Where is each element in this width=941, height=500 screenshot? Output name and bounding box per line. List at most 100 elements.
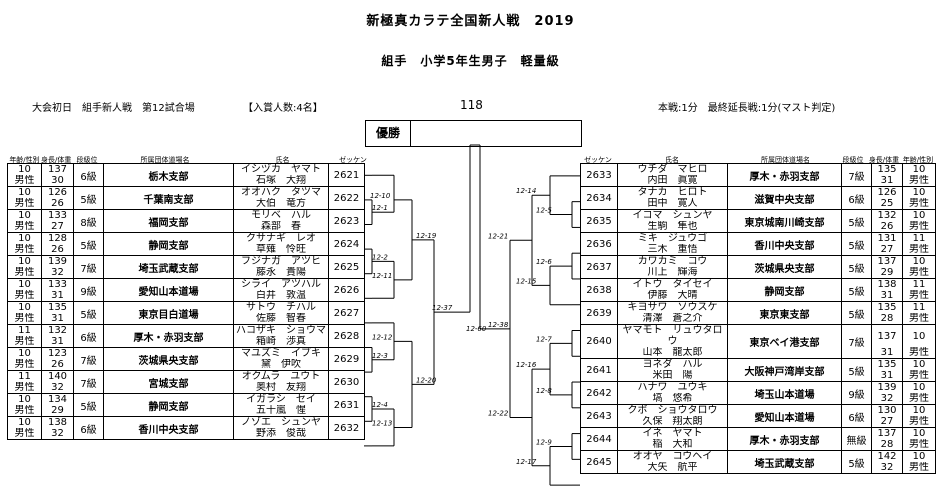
- entrant-zekken: 2621: [328, 163, 365, 187]
- col-age-sex-left: 年齢/性別: [9, 156, 40, 164]
- entrant-dojo: 東京城南川崎支部: [727, 209, 842, 233]
- entrant-zekken: 2636: [580, 232, 618, 256]
- entrant-dojo: 埼玉武蔵支部: [103, 255, 234, 279]
- match-number: 12-60: [466, 325, 487, 333]
- entrant-weight: 27: [41, 221, 74, 233]
- entrant-grade: 7級: [73, 370, 104, 394]
- match-number: 12-21: [488, 232, 508, 240]
- entrant-name-kanji: 田中 寛人: [617, 198, 728, 210]
- entrant-age: 11: [902, 278, 936, 290]
- entrant-age: 10: [902, 324, 936, 347]
- entrant-dojo: 香川中央支部: [103, 416, 234, 440]
- match-number: 12-37: [432, 304, 453, 312]
- entrant-sex: 男性: [902, 175, 936, 187]
- col-height-weight-right: 身長/体重: [868, 156, 900, 164]
- entrant-grade: 5級: [841, 255, 872, 279]
- match-number: 12-17: [516, 458, 537, 466]
- entrant-age: 10: [902, 358, 936, 370]
- entrant-zekken: 2627: [328, 301, 365, 325]
- col-dojo-right: 所属団体道場名: [761, 156, 810, 164]
- match-number: 12-20: [416, 376, 437, 384]
- entrant-dojo: 栃木支部: [103, 163, 234, 187]
- entrant-zekken: 2639: [580, 301, 618, 325]
- entrant-dojo: 東京ベイ港支部: [727, 324, 842, 359]
- col-name-right: 氏名: [665, 156, 679, 164]
- match-number: 12-15: [516, 277, 537, 285]
- entrant-name-kanji: 大伯 竜方: [233, 198, 329, 210]
- match-number: 12-38: [488, 321, 509, 329]
- entrant-dojo: 愛知山本道場: [727, 404, 842, 428]
- entrant-name-kanji: 生駒 隼也: [617, 221, 728, 233]
- entrant-zekken: 2637: [580, 255, 618, 279]
- match-number: 12-22: [488, 409, 509, 417]
- entrant-name-kanji: 草薙 怜旺: [233, 244, 329, 256]
- entrant-age: 10: [902, 381, 936, 393]
- entrant-name-kanji: 内田 眞寛: [617, 175, 728, 187]
- match-number: 12-7: [536, 335, 552, 343]
- match-number: 12-19: [416, 232, 437, 240]
- entrant-age: 11: [902, 232, 936, 244]
- col-height-weight-left: 身長/体重: [41, 156, 72, 164]
- entrant-sex: 男性: [902, 462, 936, 474]
- entrant-name-kanji: 石塚 大翔: [233, 175, 329, 187]
- entrant-zekken: 2623: [328, 209, 365, 233]
- match-number: 12-2: [372, 253, 388, 261]
- match-number: 12-16: [516, 361, 537, 369]
- day-court-info: 大会初日 組手新人戦 第12試合場: [32, 103, 195, 114]
- entrant-dojo: 千葉南支部: [103, 186, 234, 210]
- entrant-name-kanji: 野添 俊哉: [233, 428, 329, 440]
- entrant-zekken: 2638: [580, 278, 618, 302]
- col-zekken-right: ゼッケン: [584, 156, 612, 164]
- match-number: 12-1: [372, 204, 388, 212]
- entrant-zekken: 2632: [328, 416, 365, 440]
- entrant-zekken: 2641: [580, 358, 618, 382]
- entrant-weight: 26: [41, 244, 74, 256]
- entrant-age: 10: [902, 209, 936, 221]
- entrant-age: 10: [902, 255, 936, 267]
- entrant-age: 11: [902, 301, 936, 313]
- entrant-dojo: 埼玉武蔵支部: [727, 450, 842, 474]
- match-number: 12-3: [372, 352, 388, 360]
- entrant-age: 10: [902, 186, 936, 198]
- entrant-dojo: 東京目白道場: [103, 301, 234, 325]
- col-zekken-left: ゼッケン: [339, 156, 367, 164]
- entrant-name-kanji: 三木 重悟: [617, 244, 728, 256]
- entrant-age: 10: [902, 163, 936, 175]
- entrant-weight: 26: [41, 198, 74, 210]
- match-number: 12-10: [370, 192, 391, 200]
- entrant-grade: 5級: [73, 232, 104, 256]
- entrant-zekken: 2640: [580, 324, 618, 359]
- col-name-left: 氏名: [275, 156, 290, 164]
- entrant-weight: 30: [41, 175, 74, 187]
- entrant-zekken: 2634: [580, 186, 618, 210]
- match-number: 12-13: [372, 419, 392, 427]
- match-number: 12-6: [536, 258, 552, 266]
- match-number: 12-4: [372, 401, 388, 409]
- col-age-sex-right: 年齢/性別: [902, 156, 934, 164]
- match-number: 12-9: [536, 438, 552, 446]
- tournament-title: 新極真カラテ全国新人戦 2019: [366, 14, 575, 29]
- entrant-age: 10: [902, 450, 936, 462]
